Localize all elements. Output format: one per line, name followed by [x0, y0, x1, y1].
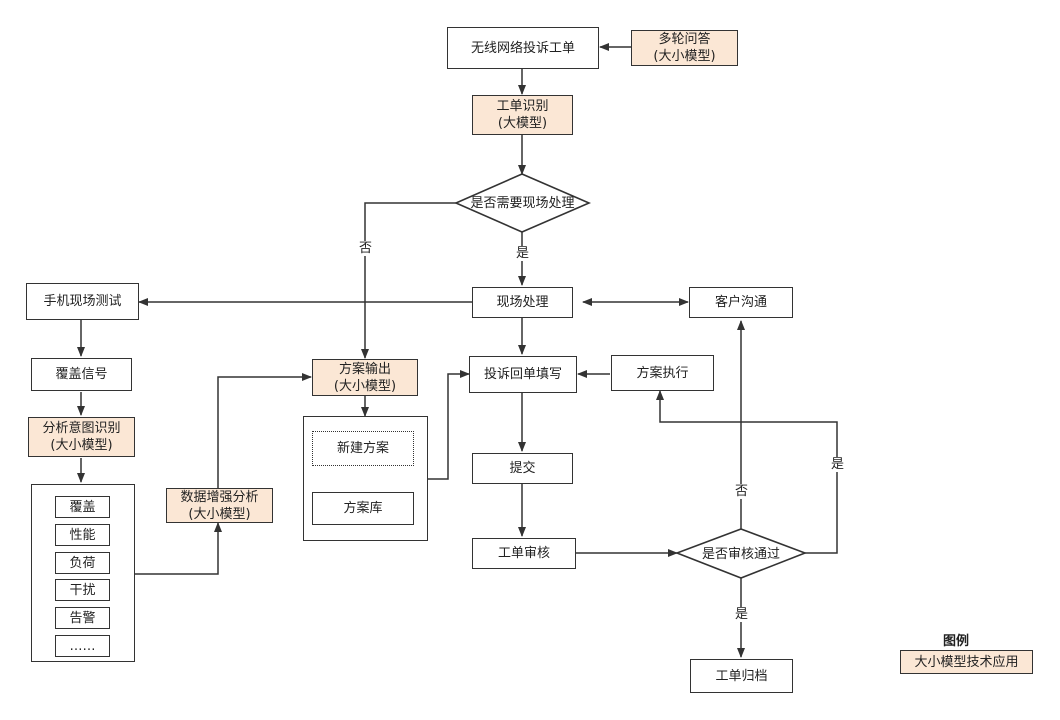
ticket-recognition-line2: (大模型)	[497, 116, 548, 131]
legend-item-llm: 大小模型技术应用	[900, 650, 1033, 674]
category-more: ……	[55, 635, 110, 657]
coverage-signal-label: 覆盖信号	[55, 367, 108, 382]
edge-label-review-no: 否	[734, 484, 750, 499]
legend-item-label: 大小模型技术应用	[914, 654, 1019, 670]
edge-label-no-onsite: 否	[358, 241, 374, 256]
complaint-ticket-label: 无线网络投诉工单	[470, 40, 575, 56]
onsite-handling-node: 现场处理	[472, 287, 573, 318]
multi-round-qa-line2: (大小模型)	[653, 49, 716, 64]
ticket-recognition-line1: 工单识别	[496, 99, 549, 114]
solution-execution-label: 方案执行	[636, 365, 689, 381]
ticket-archive-label: 工单归档	[715, 668, 768, 684]
new-solution-label: 新建方案	[336, 441, 389, 456]
edge-label-yes-onsite: 是	[515, 246, 531, 261]
solution-execution-node: 方案执行	[611, 355, 714, 391]
edge-enhanced-to-solution	[217, 373, 312, 488]
category-coverage-label: 覆盖	[69, 499, 96, 515]
category-alarm: 告警	[55, 607, 110, 629]
onsite-handling-label: 现场处理	[496, 295, 549, 310]
review-passed-decision: 是否审核通过	[677, 541, 805, 567]
category-performance-label: 性能	[69, 527, 96, 543]
category-more-label: ……	[69, 638, 96, 654]
edge-categories-to-enhanced	[135, 522, 222, 575]
solution-library-label: 方案库	[343, 501, 383, 516]
solution-output-node: 方案输出(大小模型)	[312, 359, 418, 396]
edge-decision-no-to-solution	[361, 202, 456, 359]
data-enhanced-analysis-line1: 数据增强分析	[180, 489, 259, 505]
ticket-review-label: 工单审核	[497, 546, 550, 561]
customer-communication-label: 客户沟通	[714, 295, 767, 310]
ticket-review-node: 工单审核	[472, 538, 576, 569]
data-enhanced-analysis-node: 数据增强分析(大小模型)	[166, 488, 273, 523]
fill-reply-node: 投诉回单填写	[469, 356, 577, 393]
submit-label: 提交	[509, 461, 536, 476]
multi-round-qa-line1: 多轮问答	[658, 32, 711, 47]
ticket-archive-node: 工单归档	[690, 659, 793, 693]
phone-onsite-test-node: 手机现场测试	[26, 283, 139, 320]
solution-library-node: 方案库	[312, 492, 414, 525]
category-coverage: 覆盖	[55, 496, 110, 518]
decision-review-passed-shape	[674, 528, 808, 579]
review-passed-label: 是否审核通过	[701, 546, 780, 562]
legend-title: 图例	[943, 634, 970, 649]
need-onsite-label: 是否需要现场处理	[470, 195, 575, 211]
data-enhanced-analysis-line2: (大小模型)	[188, 506, 251, 522]
need-onsite-decision: 是否需要现场处理	[456, 190, 589, 216]
complaint-ticket-node: 无线网络投诉工单	[447, 27, 599, 69]
phone-onsite-test-label: 手机现场测试	[43, 294, 122, 309]
category-load-label: 负荷	[69, 555, 96, 571]
decision-need-onsite-shape	[454, 173, 592, 233]
intent-recognition-line1: 分析意图识别	[42, 421, 121, 436]
category-load: 负荷	[55, 552, 110, 574]
coverage-signal-node: 覆盖信号	[31, 358, 132, 391]
category-performance: 性能	[55, 524, 110, 546]
multi-round-qa-node: 多轮问答 (大小模型)	[631, 30, 738, 66]
edge-group-to-fill	[428, 370, 470, 480]
edge-decision-yes-to-exec	[656, 390, 838, 554]
solution-output-line1: 方案输出	[338, 361, 391, 377]
submit-node: 提交	[472, 453, 573, 484]
edge-label-review-yes-exec: 是	[830, 457, 846, 472]
solution-output-line2: (大小模型)	[333, 378, 397, 394]
category-alarm-label: 告警	[69, 610, 96, 626]
edge-label-review-yes-archive: 是	[734, 607, 750, 622]
ticket-recognition-node: 工单识别 (大模型)	[472, 95, 573, 135]
intent-recognition-line2: (大小模型)	[50, 438, 113, 453]
new-solution-node: 新建方案	[312, 431, 414, 466]
intent-recognition-node: 分析意图识别 (大小模型)	[28, 417, 135, 457]
category-interference: 干扰	[55, 579, 110, 601]
category-interference-label: 干扰	[69, 582, 96, 598]
customer-communication-node: 客户沟通	[689, 287, 793, 318]
fill-reply-label: 投诉回单填写	[483, 367, 562, 382]
